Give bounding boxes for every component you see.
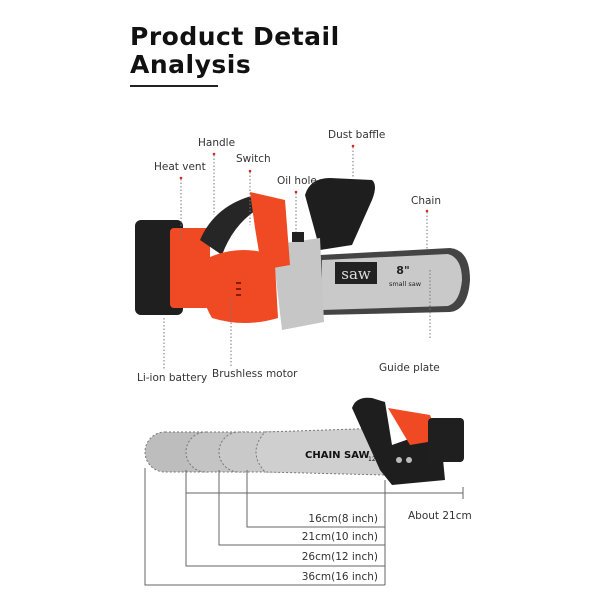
label-oil-hole: Oil hole [277,175,317,187]
chain-saw-text: CHAIN SAW [305,450,370,461]
title-underline [130,85,218,87]
page-title-line1: Product Detail [130,22,340,51]
dust-baffle [305,178,375,250]
handle [200,195,265,255]
bottom-saw-body [352,397,445,485]
bar-size-12-text: 12" [368,456,379,463]
leader-dots [179,144,429,213]
label-heat-vent: Heat vent [154,161,206,173]
switch-housing [250,192,290,270]
bar-sub-text: small saw [389,280,422,288]
label-handle: Handle [198,137,236,149]
bar-size-text: 8" [396,264,409,277]
saw-logo-text: saw [341,265,371,283]
label-chain: Chain [411,195,441,207]
label-battery: Li-ion battery [137,372,208,384]
label-bar-8inch: 16cm(8 inch) [308,513,378,525]
motor [199,249,278,323]
label-dust-baffle: Dust baffle [328,129,386,141]
label-bar-16inch: 36cm(16 inch) [301,571,378,583]
label-guide-plate: Guide plate [379,362,440,374]
label-motor: Brushless motor [212,368,298,380]
blade-8inch [255,427,386,476]
top-chainsaw-image: saw 8" small saw [135,178,470,330]
blade-comparison-image: CHAIN SAW 12" [144,397,464,485]
label-bar-10inch: 21cm(10 inch) [301,531,378,543]
label-body-length: About 21cm [408,510,472,522]
bottom-saw-battery [428,418,464,462]
saw-logo-plate [335,262,377,284]
label-switch: Switch [236,153,271,165]
oil-hole-cap [292,232,304,242]
label-bar-12inch: 26cm(12 inch) [301,551,378,563]
dimension-lines [144,468,464,586]
page-title-line2: Analysis [130,50,252,79]
leader-lines [163,147,431,370]
battery-housing [170,228,210,308]
bottom-saw-handle [388,408,440,445]
